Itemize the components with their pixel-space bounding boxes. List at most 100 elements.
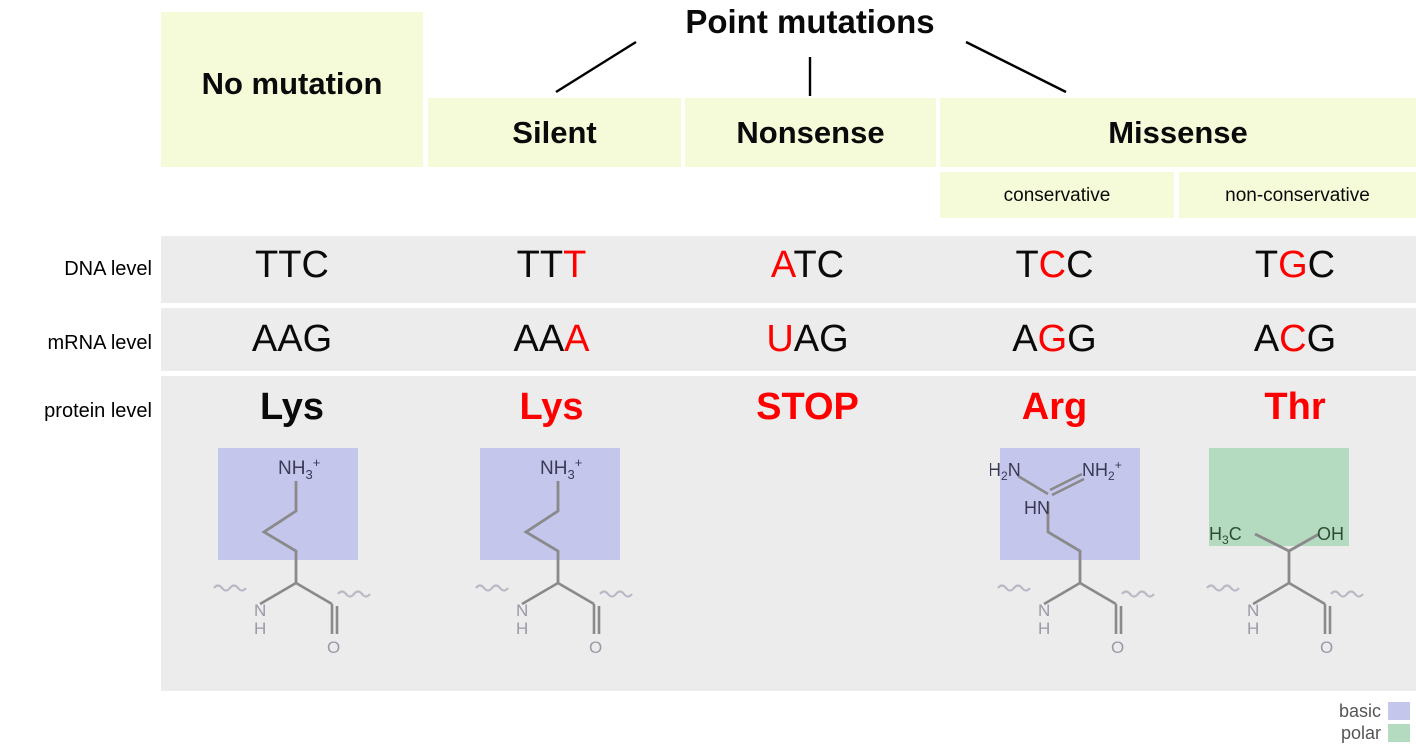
header-cell-nonsense: Nonsense xyxy=(685,98,936,167)
protein-sequence: Lys xyxy=(519,386,583,428)
mutated-base: Thr xyxy=(1264,386,1326,428)
base: TT xyxy=(516,244,564,286)
protein-sequence: Arg xyxy=(1022,386,1087,428)
mutated-base: C xyxy=(1279,318,1307,360)
header-label-non-conservative: non-conservative xyxy=(1225,184,1370,206)
base: A xyxy=(1253,318,1280,360)
base: C xyxy=(301,244,329,286)
svg-text:H: H xyxy=(1247,619,1259,638)
cell-dna-nonsense: ATC xyxy=(680,246,935,284)
base: TC xyxy=(793,244,845,286)
legend-swatch xyxy=(1388,724,1410,742)
svg-text:O: O xyxy=(327,638,340,657)
mutated-base: G xyxy=(1278,244,1308,286)
header-cell-non-conservative: non-conservative xyxy=(1179,172,1416,218)
svg-text:O: O xyxy=(589,638,602,657)
protein-sequence: Thr xyxy=(1264,386,1325,428)
mrna-sequence: AAG xyxy=(252,318,332,360)
mutated-base: U xyxy=(766,318,794,360)
mutated-base: Arg xyxy=(1021,386,1088,428)
molecule-diagram-arginine: H2N NH2+ HN N H O xyxy=(990,458,1155,657)
cell-protein-nonsense: STOP xyxy=(680,388,935,426)
base: G xyxy=(302,318,333,360)
side-chain-highlight-basic xyxy=(1000,448,1140,560)
base: AA xyxy=(513,318,565,360)
base: T xyxy=(1254,244,1279,286)
svg-text:H: H xyxy=(516,619,528,638)
header-label-nonsense: Nonsense xyxy=(736,115,885,150)
header-cell-conservative: conservative xyxy=(940,172,1174,218)
header-label-no-mutation: No mutation xyxy=(201,66,383,101)
molecule-diagram-threonine: H3C OH N H O xyxy=(1206,524,1364,657)
base: G xyxy=(1067,318,1097,360)
svg-text:N: N xyxy=(254,601,266,620)
svg-text:N: N xyxy=(1247,601,1259,620)
svg-text:NH3+: NH3+ xyxy=(540,455,582,482)
svg-text:OH: OH xyxy=(1317,524,1344,544)
protein-sequence: STOP xyxy=(756,386,859,428)
legend-item-basic: basic xyxy=(1290,700,1410,722)
cell-mrna-missense-conservative: AGG xyxy=(935,320,1174,358)
row-band-protein xyxy=(161,376,1416,691)
base: A xyxy=(1012,318,1038,360)
cell-dna-silent: TTT xyxy=(423,246,680,284)
cell-protein-missense-conservative: Arg xyxy=(935,388,1174,426)
svg-text:O: O xyxy=(1320,638,1333,657)
legend-swatch xyxy=(1388,702,1410,720)
svg-text:NH3+: NH3+ xyxy=(278,455,320,482)
dna-sequence: TTT xyxy=(517,244,587,286)
legend-label: basic xyxy=(1338,701,1381,721)
cell-protein-silent: Lys xyxy=(423,388,680,426)
dna-sequence: TTC xyxy=(255,244,329,286)
molecule-diagram-lysine: NH3+ N H O xyxy=(475,455,633,657)
row-label-protein: protein level xyxy=(44,400,152,422)
header-label-conservative: conservative xyxy=(1003,184,1111,206)
header-cell-no-mutation: No mutation xyxy=(161,12,423,167)
molecule-structures: NH3+ N H O NH3+ N H O H2N NH2+ HN xyxy=(161,430,1416,691)
molecule-diagram-lysine: NH3+ N H O xyxy=(213,455,371,657)
svg-text:NH2+: NH2+ xyxy=(1082,458,1122,483)
svg-text:N: N xyxy=(1038,601,1050,620)
header-label-silent: Silent xyxy=(512,115,597,150)
molecule-missense-non-conservative: H3C OH N H O xyxy=(1174,430,1416,691)
mutated-base: A xyxy=(564,318,590,360)
molecule-no-mutation: NH3+ N H O xyxy=(161,430,412,691)
mutated-base: G xyxy=(1037,318,1068,360)
legend-item-polar: polar xyxy=(1290,722,1410,744)
cell-protein-no-mutation: Lys xyxy=(161,388,423,426)
legend-label: polar xyxy=(1340,723,1381,743)
cell-mrna-no-mutation: AAG xyxy=(161,320,423,358)
header-label-missense: Missense xyxy=(1108,115,1248,150)
connector-lines xyxy=(555,40,1067,96)
mutated-base: C xyxy=(1038,244,1067,286)
cell-mrna-missense-non-conservative: ACG xyxy=(1174,320,1416,358)
row-label-mrna: mRNA level xyxy=(47,332,152,354)
base: C xyxy=(1307,244,1336,286)
protein-sequence: Lys xyxy=(260,386,324,428)
cell-dna-missense-non-conservative: TGC xyxy=(1174,246,1416,284)
mutated-base: A xyxy=(770,244,794,286)
svg-text:H: H xyxy=(254,619,266,638)
mrna-sequence: UAG xyxy=(766,318,848,360)
svg-text:O: O xyxy=(1111,638,1124,657)
svg-text:HN: HN xyxy=(1024,498,1050,518)
cell-mrna-silent: AAA xyxy=(423,320,680,358)
base: G xyxy=(1306,318,1337,360)
header-cell-silent: Silent xyxy=(428,98,681,167)
svg-text:H: H xyxy=(1038,619,1050,638)
mutated-base: Lys xyxy=(519,386,584,428)
cell-dna-no-mutation: TTC xyxy=(161,246,423,284)
svg-text:H2N: H2N xyxy=(990,460,1021,483)
page-title: Point mutations xyxy=(685,3,935,40)
base: AG xyxy=(793,318,849,360)
side-chain-highlight-polar xyxy=(1209,448,1349,546)
mrna-sequence: ACG xyxy=(1254,318,1336,360)
svg-text:H3C: H3C xyxy=(1209,524,1242,547)
row-label-dna: DNA level xyxy=(64,258,152,280)
svg-text:N: N xyxy=(516,601,528,620)
molecule-silent: NH3+ N H O xyxy=(423,430,674,691)
dna-sequence: TCC xyxy=(1015,244,1093,286)
row-band-mrna xyxy=(161,308,1416,371)
